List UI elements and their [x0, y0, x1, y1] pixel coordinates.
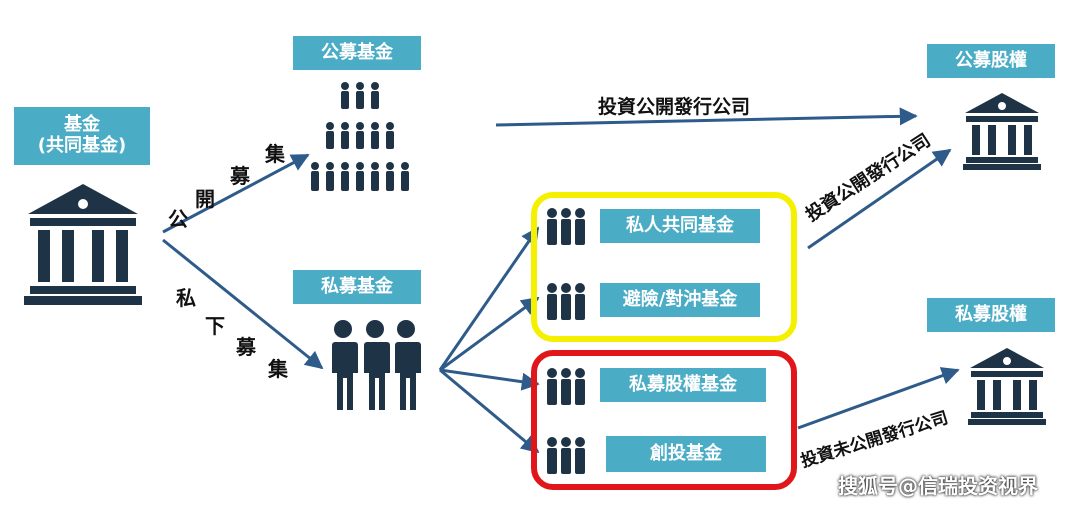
public-raise-char-2: 開 — [195, 187, 215, 211]
people-icon — [331, 320, 421, 410]
arrow-to-public-fund — [162, 153, 310, 234]
crowd-icon — [311, 82, 409, 191]
bank-icon — [968, 348, 1046, 425]
public-equity-label: 公募股權 — [927, 44, 1055, 78]
fund-label-line1: 基金 — [64, 114, 100, 136]
arrow-to-public-equity — [495, 107, 918, 127]
red-item-1: 私募股權基金 — [600, 368, 766, 402]
private-fund-label: 私募基金 — [293, 270, 421, 304]
arrow-yellow-to-public-equity — [807, 148, 952, 250]
line-to-red-2 — [439, 368, 540, 454]
public-fund-label: 公募基金 — [293, 36, 421, 70]
watermark: 搜狐号@信瑞投资视界 — [838, 474, 1038, 498]
yellow-item-1: 私人共同基金 — [600, 209, 760, 243]
public-raise-char-3: 募 — [230, 164, 250, 188]
public-raise-char-4: 集 — [265, 142, 285, 166]
line-to-red-1 — [439, 368, 540, 391]
line-to-yellow-2 — [439, 296, 540, 372]
group-icon — [547, 368, 585, 405]
red-frame — [531, 350, 797, 490]
private-raise-char-2: 下 — [205, 314, 225, 338]
invest-public-company-label: 投資公開發行公司 — [598, 96, 751, 118]
public-raise-char-1: 公 — [168, 207, 188, 231]
yellow-item-2: 避險/對沖基金 — [600, 283, 760, 317]
arrow-red-to-private-equity — [797, 367, 960, 430]
fund-label-line2: (共同基金) — [37, 135, 127, 156]
group-icon — [547, 208, 585, 245]
group-icon — [547, 283, 585, 320]
fund-label: 基金 (共同基金) — [14, 107, 150, 165]
private-raise-char-1: 私 — [176, 286, 196, 310]
group-icon — [547, 437, 585, 474]
private-equity-label: 私募股權 — [927, 298, 1055, 332]
red-item-2: 創投基金 — [606, 436, 766, 472]
yellow-frame — [531, 192, 797, 342]
private-raise-char-3: 募 — [236, 335, 256, 359]
line-to-yellow-1 — [438, 226, 540, 371]
arrow-to-private-fund — [162, 238, 324, 370]
bank-icon — [963, 93, 1041, 170]
private-raise-char-4: 集 — [268, 357, 288, 381]
bank-icon — [24, 184, 142, 305]
